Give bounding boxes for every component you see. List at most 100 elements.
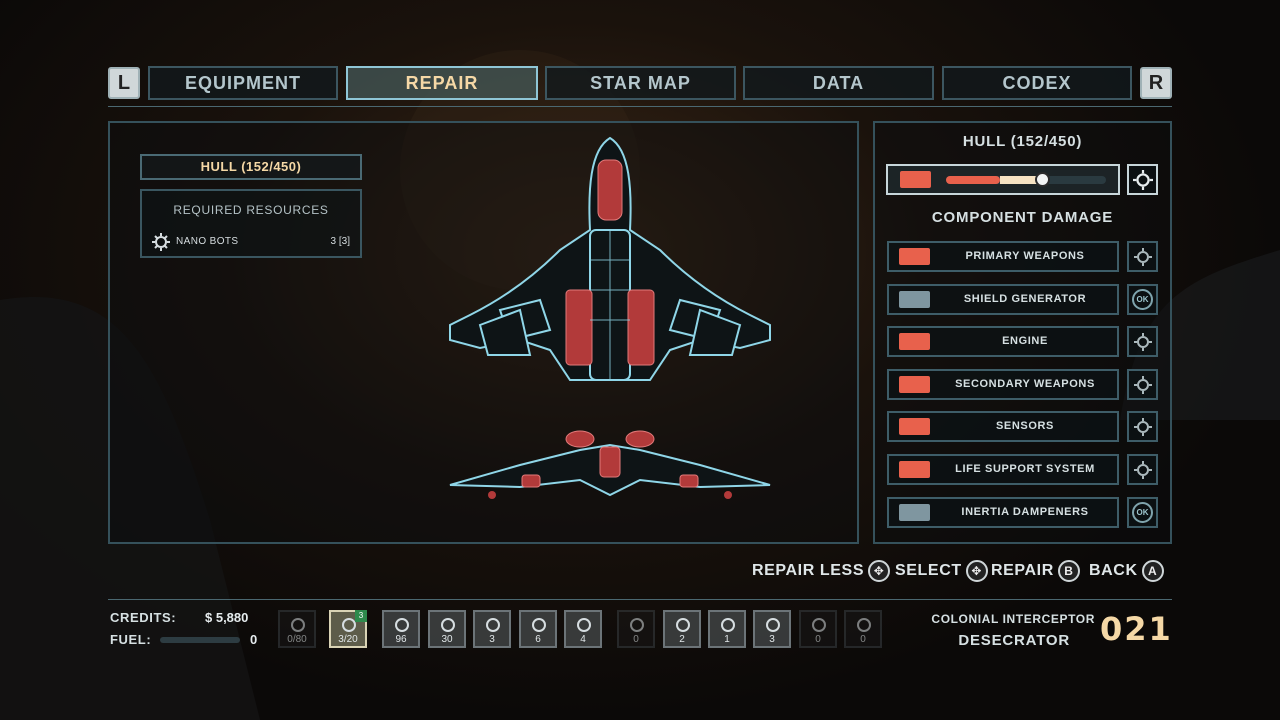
resource-count: 4 <box>580 634 586 645</box>
component-label: INERTIA DAMPENERS <box>961 506 1089 518</box>
resource-slot[interactable]: 3 <box>753 610 791 648</box>
resource-badge: 3 <box>355 610 367 622</box>
component-label: SHIELD GENERATOR <box>963 293 1087 305</box>
component-row[interactable]: SECONDARY WEAPONS <box>887 369 1119 400</box>
resource-slot[interactable]: 0/80 <box>278 610 316 648</box>
dpad-icon: ✥ <box>868 560 891 582</box>
hull-repair-button[interactable] <box>1127 164 1158 195</box>
resource-slot[interactable]: 0 <box>799 610 837 648</box>
repair-control[interactable]: REPAIR B <box>991 560 1080 582</box>
resource-slot[interactable]: 2 <box>663 610 701 648</box>
tab-data[interactable]: DATA <box>743 66 934 100</box>
missile-icon <box>899 376 930 393</box>
tab-codex[interactable]: CODEX <box>942 66 1132 100</box>
component-repair-button[interactable] <box>1127 369 1158 400</box>
resource-count: 3/20 <box>338 634 358 645</box>
ship-top-view <box>449 136 771 381</box>
nanobot-icon <box>1133 375 1152 394</box>
heartbeat-icon <box>899 461 930 478</box>
ship-side-view <box>449 430 771 499</box>
component-row[interactable]: SENSORS <box>887 411 1119 442</box>
component-row[interactable]: LIFE SUPPORT SYSTEM <box>887 454 1119 485</box>
ship-number: 021 <box>1100 610 1173 648</box>
component-repair-button[interactable] <box>1127 326 1158 357</box>
right-shoulder-button[interactable]: R <box>1140 67 1172 99</box>
required-resources-title: REQUIRED RESOURCES <box>173 203 329 217</box>
component-repair-button[interactable] <box>1127 411 1158 442</box>
engine-icon <box>899 333 930 350</box>
component-label: ENGINE <box>1002 335 1048 347</box>
dampener-icon <box>899 504 930 521</box>
resource-count: 6 <box>535 634 541 645</box>
back-control[interactable]: BACK A <box>1089 560 1164 582</box>
nanobot-icon <box>1132 169 1153 190</box>
b-button-icon: B <box>1057 560 1080 582</box>
shard-icon <box>857 618 871 632</box>
select-control[interactable]: SELECT ✥ <box>895 560 988 582</box>
component-repair-button[interactable] <box>1127 241 1158 272</box>
resource-slot[interactable]: 4 <box>564 610 602 648</box>
fuel-bar <box>160 637 240 643</box>
hull-repair-slider[interactable] <box>886 164 1120 195</box>
resource-count: 2 <box>679 634 685 645</box>
orb-icon <box>676 618 690 632</box>
resource-slot[interactable]: 96 <box>382 610 420 648</box>
ship-class: COLONIAL INTERCEPTOR <box>931 612 1095 626</box>
resource-count: 3 <box>489 634 495 645</box>
resource-count: 30 <box>441 634 453 645</box>
resource-slot[interactable]: 1 <box>708 610 746 648</box>
sensor-icon <box>899 418 930 435</box>
material-icon <box>630 618 644 632</box>
resource-slot[interactable]: 3 <box>473 610 511 648</box>
ship-name: DESECRATOR <box>958 632 1070 649</box>
resource-slot[interactable]: 0 <box>844 610 882 648</box>
tab-equipment[interactable]: EQUIPMENT <box>148 66 338 100</box>
resource-count: 0 <box>860 634 866 645</box>
back-label: BACK <box>1089 562 1138 579</box>
component-repair-button[interactable] <box>1127 454 1158 485</box>
component-row[interactable]: SHIELD GENERATOR <box>887 284 1119 315</box>
credits-value: $ 5,880 <box>205 610 249 625</box>
hull-title: HULL (152/450) <box>962 133 1083 150</box>
component-ok-button[interactable]: OK <box>1127 497 1158 528</box>
nanobot-icon <box>1133 460 1152 479</box>
repair-less-control[interactable]: REPAIR LESS ✥ <box>752 560 891 582</box>
resource-slot[interactable]: 30 <box>428 610 466 648</box>
ok-icon: OK <box>1132 502 1153 523</box>
hull-slider-knob[interactable] <box>1035 172 1050 187</box>
missile-ammo-icon <box>441 618 455 632</box>
ok-icon: OK <box>1132 289 1153 310</box>
tab-bar: L EQUIPMENT REPAIR STAR MAP DATA CODEX R <box>108 64 1172 106</box>
nanobot-icon <box>342 618 356 632</box>
repair-label: REPAIR <box>991 562 1054 579</box>
resource-slot[interactable]: 0 <box>617 610 655 648</box>
nanobot-icon <box>1133 247 1152 266</box>
tab-star-map[interactable]: STAR MAP <box>545 66 736 100</box>
shield-generator-icon <box>899 291 930 308</box>
required-resources-box: REQUIRED RESOURCES NANO BOTS 3 [3] <box>140 189 362 258</box>
resource-slot[interactable]: 6 <box>519 610 557 648</box>
resource-slot[interactable]: 3/20 3 <box>329 610 367 648</box>
hull-track <box>946 172 1106 187</box>
nanobot-icon <box>152 233 170 251</box>
resource-count: 96 <box>395 634 407 645</box>
tab-repair[interactable]: REPAIR <box>346 66 538 100</box>
resource-name: NANO BOTS <box>176 236 239 247</box>
component-row[interactable]: PRIMARY WEAPONS <box>887 241 1119 272</box>
component-damage-title: COMPONENT DAMAGE <box>931 209 1114 226</box>
select-label: SELECT <box>895 562 962 579</box>
gun-icon <box>899 248 930 265</box>
tab-divider <box>108 106 1172 107</box>
resource-count: 0 <box>633 634 639 645</box>
component-row[interactable]: ENGINE <box>887 326 1119 357</box>
left-shoulder-button[interactable]: L <box>108 67 140 99</box>
mine-icon <box>486 618 500 632</box>
repair-less-label: REPAIR LESS <box>752 562 865 579</box>
chip-icon <box>577 618 591 632</box>
a-button-icon: A <box>1141 560 1164 582</box>
component-ok-button[interactable]: OK <box>1127 284 1158 315</box>
nanobot-icon <box>1133 417 1152 436</box>
component-row[interactable]: INERTIA DAMPENERS <box>887 497 1119 528</box>
nanobot-icon <box>1133 332 1152 351</box>
resource-count: 1 <box>724 634 730 645</box>
